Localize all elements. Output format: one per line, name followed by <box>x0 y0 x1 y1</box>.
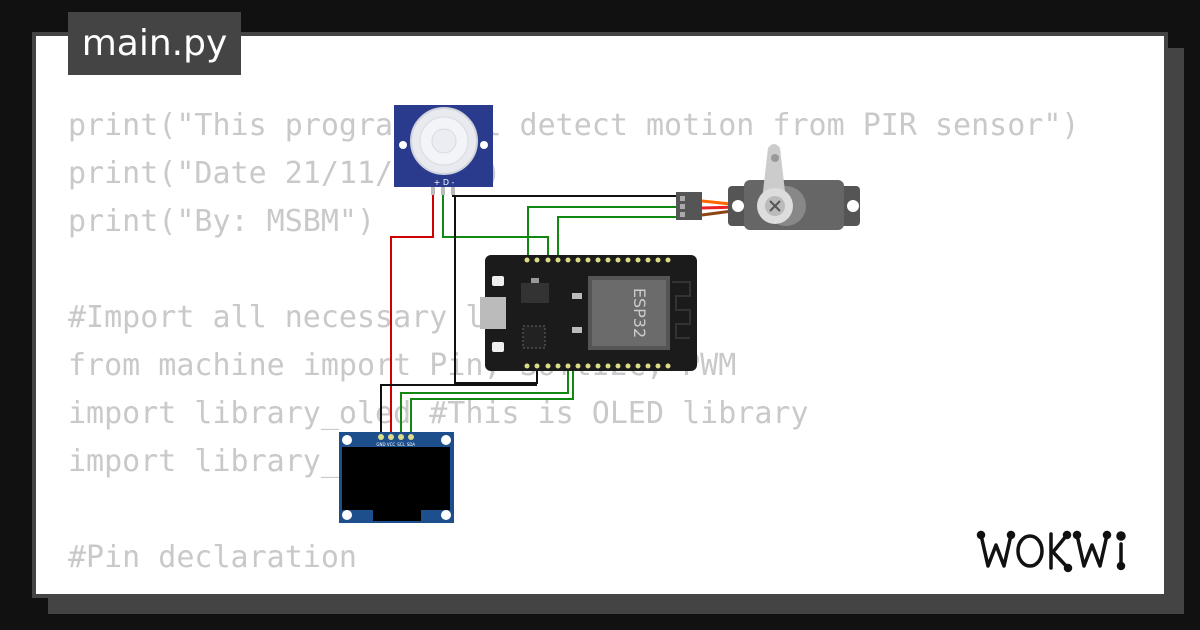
wire-red-pir-vcc <box>390 190 434 437</box>
code-line: print("By: MSBM") <box>68 204 376 239</box>
code-line: import library_servo <box>68 444 430 479</box>
pir-pin-labels: + D - <box>434 178 455 187</box>
wire-green-oled-sda <box>410 366 574 437</box>
wire-green-pir-out <box>442 190 549 260</box>
servo-motor[interactable] <box>676 144 860 230</box>
esp32-bottom-pins <box>524 363 671 369</box>
code-view: print("This program will detect motion f… <box>68 102 1079 582</box>
code-line: from machine import Pin, SoftI2C, PWM <box>68 348 737 383</box>
oled-pin-vcc: VCC <box>387 442 396 447</box>
wire-black-oled-gnd <box>380 384 537 437</box>
esp32-chip-label: ESP32 <box>630 288 649 338</box>
wire-black-gnd-loop <box>454 196 538 384</box>
file-tab[interactable]: main.py <box>68 12 241 75</box>
oled-display[interactable]: GND VCC SCL SDA <box>339 432 454 523</box>
wires <box>380 190 676 437</box>
wokwi-logo-icon <box>976 530 1126 573</box>
esp32-top-pins <box>524 257 671 263</box>
oled-pin-gnd: GND <box>376 442 385 447</box>
wire-black-pir-gnd <box>452 190 676 197</box>
pir-sensor[interactable]: + D - <box>394 105 493 195</box>
wire-green-oled-scl <box>400 366 569 437</box>
oled-pin-sda: SDA <box>407 442 416 447</box>
esp32-board[interactable]: ESP32 <box>480 255 697 371</box>
wire-green-servo-signal <box>527 206 676 260</box>
wire-green-servo-pwr <box>557 216 676 260</box>
code-line: import library_oled #This is OLED librar… <box>68 396 809 431</box>
oled-pin-scl: SCL <box>397 442 405 447</box>
code-line: #Pin declaration <box>68 540 357 575</box>
wokwi-logo: WOKWi <box>975 526 1151 580</box>
